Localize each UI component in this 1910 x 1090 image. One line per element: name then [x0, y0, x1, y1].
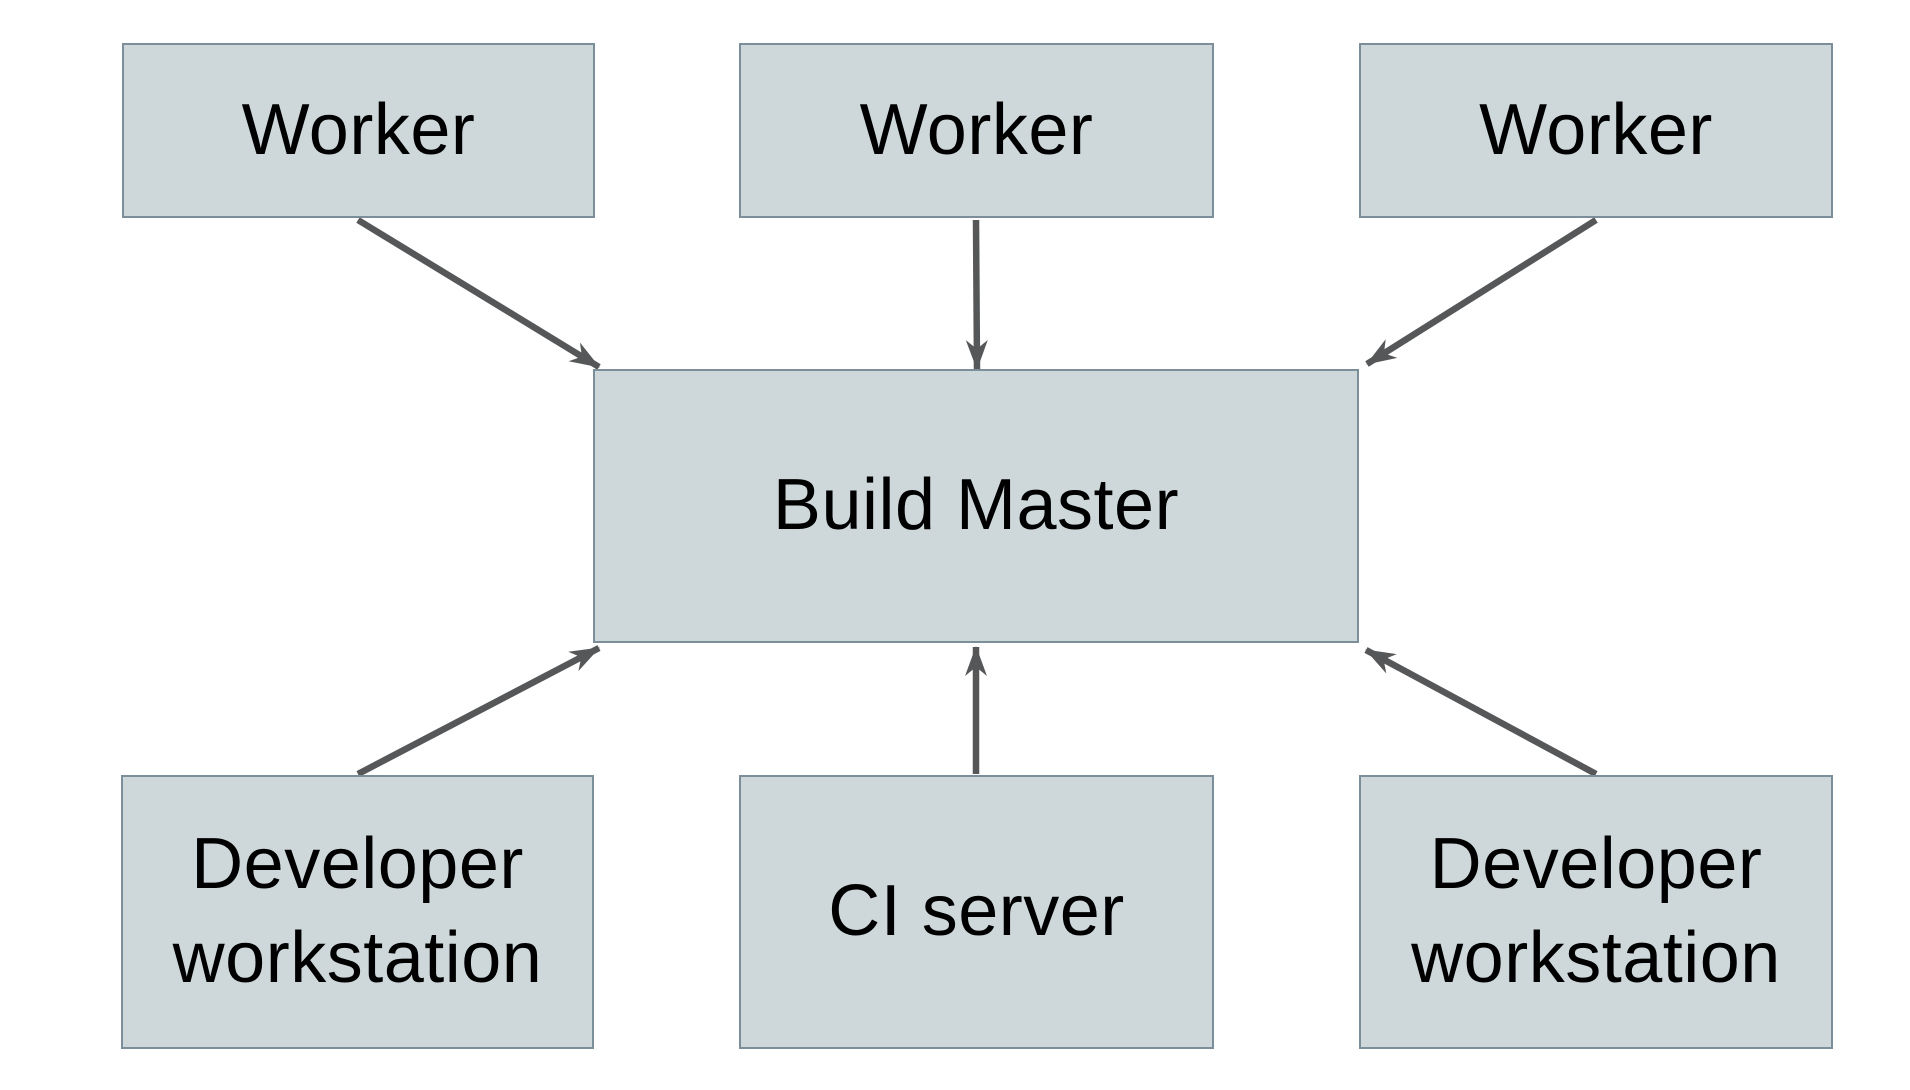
node-worker-1-label: Worker: [241, 89, 476, 170]
edge-devws1-to-buildmaster: [356, 645, 601, 777]
node-worker-2: Worker: [739, 43, 1214, 218]
edge-worker2-to-buildmaster: [965, 219, 988, 370]
node-developer-workstation-1-label: Developer workstation: [172, 824, 543, 998]
node-ci-server-label: CI server: [828, 871, 1125, 952]
edge-worker1-to-buildmaster: [356, 217, 601, 370]
node-worker-3-label: Worker: [1479, 89, 1713, 170]
node-developer-workstation-1: Developer workstation: [121, 775, 594, 1049]
node-worker-3: Worker: [1359, 43, 1833, 218]
node-build-master-label: Build Master: [772, 465, 1180, 546]
node-build-master: Build Master: [593, 369, 1359, 643]
node-worker-2-label: Worker: [859, 89, 1094, 170]
node-ci-server: CI server: [739, 775, 1214, 1049]
node-developer-workstation-2-label: Developer workstation: [1411, 824, 1781, 998]
edge-devws2-to-buildmaster: [1364, 647, 1598, 777]
node-worker-1: Worker: [122, 43, 595, 218]
edge-worker3-to-buildmaster: [1365, 217, 1598, 367]
node-developer-workstation-2: Developer workstation: [1359, 775, 1833, 1049]
